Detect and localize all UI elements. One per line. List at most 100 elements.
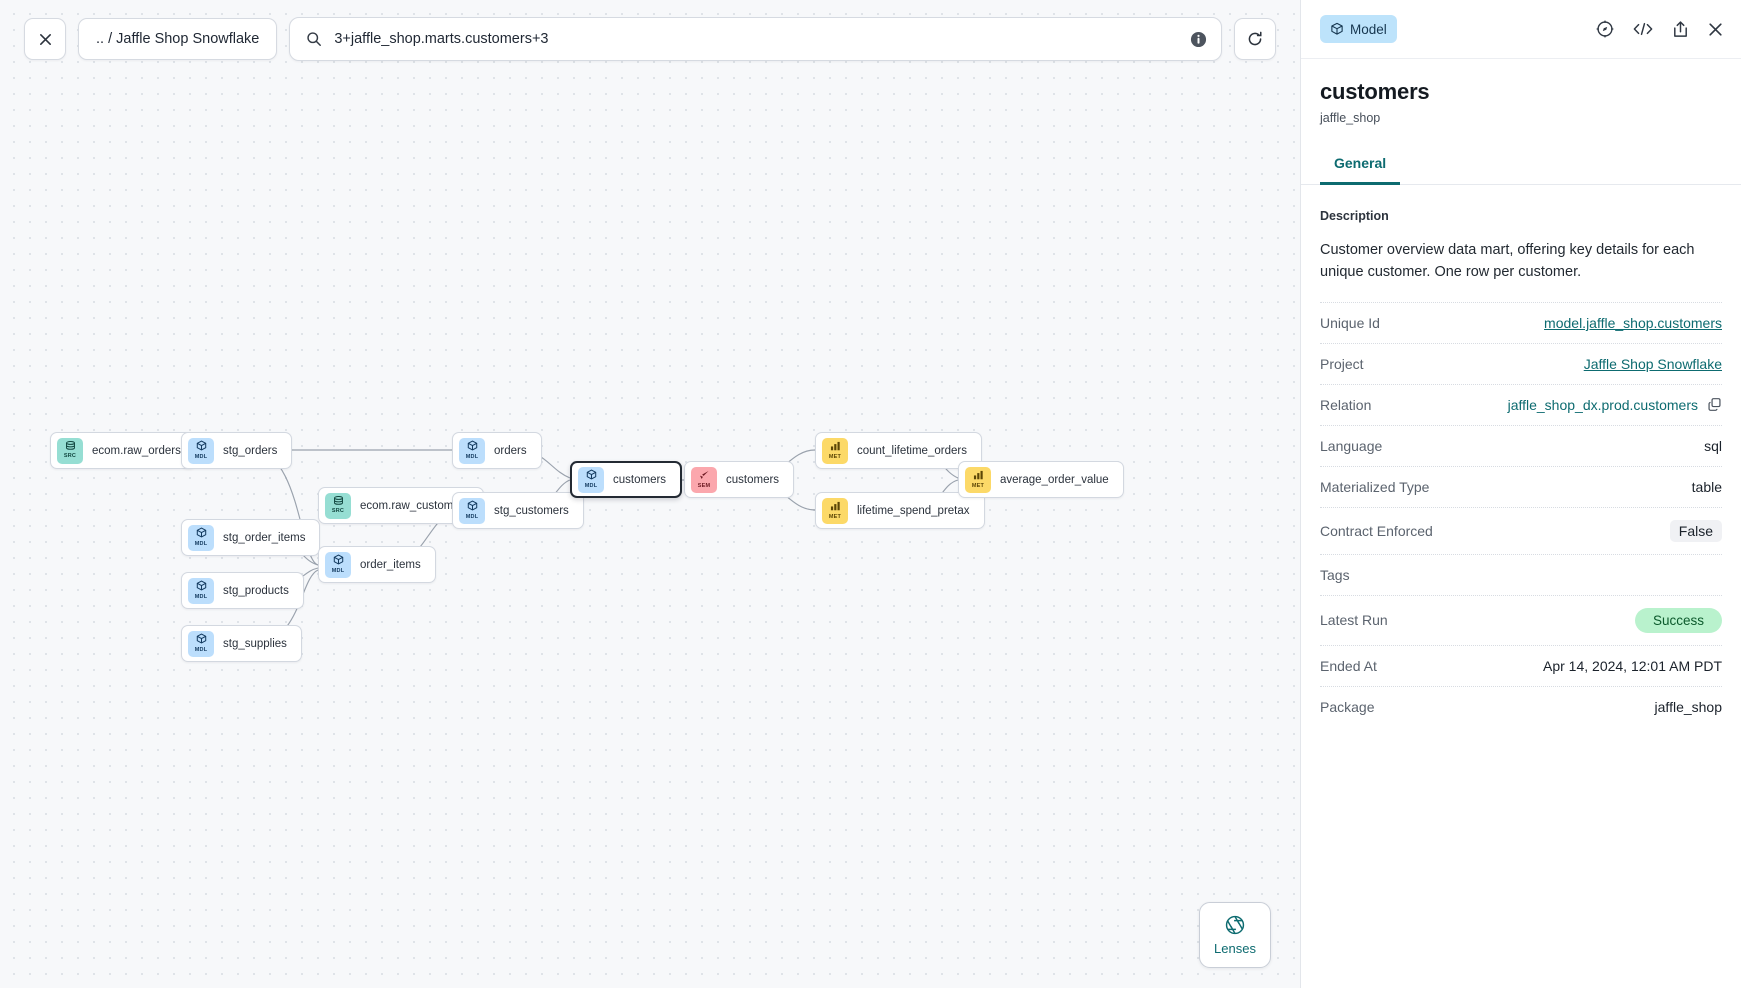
property-row: Language sql: [1320, 424, 1722, 466]
property-value: Apr 14, 2024, 12:01 AM PDT: [1543, 658, 1722, 674]
property-value-text: Apr 14, 2024, 12:01 AM PDT: [1543, 657, 1722, 674]
lineage-node-label: stg_supplies: [223, 637, 287, 650]
lineage-node-count-lifetime-orders[interactable]: MET count_lifetime_orders: [815, 432, 982, 469]
lineage-node-stg-customers[interactable]: MDL stg_customers: [452, 492, 584, 529]
property-row: Package jaffle_shop: [1320, 685, 1722, 727]
property-row: Tags: [1320, 553, 1722, 595]
search-input[interactable]: [334, 31, 1178, 47]
copy-icon[interactable]: [1707, 397, 1722, 412]
lineage-node-label: average_order_value: [1000, 473, 1109, 486]
node-type-abbrev: MDL: [331, 568, 345, 575]
cube-icon: [1330, 22, 1344, 36]
panel-header: Model: [1301, 0, 1741, 59]
mdl-type-icon: MDL: [325, 551, 351, 578]
property-value: jaffle_shop: [1655, 699, 1722, 715]
property-key: Ended At: [1320, 657, 1377, 674]
lineage-search[interactable]: [289, 17, 1222, 61]
property-row: Project Jaffle Shop Snowflake: [1320, 342, 1722, 384]
property-row: Unique Id model.jaffle_shop.customers: [1320, 301, 1722, 343]
explore-icon[interactable]: [1595, 19, 1615, 39]
code-icon[interactable]: [1632, 20, 1654, 38]
close-lineage-button[interactable]: [24, 18, 66, 60]
property-value[interactable]: model.jaffle_shop.customers: [1544, 315, 1722, 331]
panel-body: Description Customer overview data mart,…: [1301, 185, 1741, 988]
src-type-icon: SRC: [57, 437, 83, 464]
lineage-node-label: orders: [494, 444, 527, 457]
property-key: Package: [1320, 698, 1375, 715]
lenses-button[interactable]: Lenses: [1199, 902, 1271, 968]
search-icon: [306, 31, 322, 47]
property-value[interactable]: Jaffle Shop Snowflake: [1584, 356, 1722, 372]
lineage-node-stg-supplies[interactable]: MDL stg_supplies: [181, 625, 302, 662]
panel-tabs: General: [1301, 155, 1741, 185]
met-type-icon: MET: [822, 497, 848, 524]
property-row: Ended At Apr 14, 2024, 12:01 AM PDT: [1320, 644, 1722, 686]
node-type-abbrev: MET: [828, 453, 842, 460]
property-key: Project: [1320, 355, 1364, 372]
property-value: Success: [1634, 607, 1722, 633]
lineage-node-label: count_lifetime_orders: [857, 444, 967, 457]
property-key: Unique Id: [1320, 314, 1380, 331]
description-label: Description: [1320, 209, 1389, 223]
property-key: Language: [1320, 437, 1383, 454]
lineage-node-label: stg_products: [223, 584, 289, 597]
description-text: Customer overview data mart, offering ke…: [1320, 242, 1695, 281]
node-type-abbrev: MDL: [584, 483, 598, 490]
lineage-node-customers[interactable]: SEM customers: [684, 461, 795, 498]
lenses-label: Lenses: [1214, 941, 1256, 956]
share-icon[interactable]: [1671, 20, 1690, 39]
met-type-icon: MET: [822, 437, 848, 464]
lineage-node-label: customers: [726, 473, 780, 486]
panel-actions: [1595, 19, 1724, 39]
node-type-abbrev: MDL: [194, 594, 208, 601]
tab-general[interactable]: General: [1320, 155, 1401, 185]
node-type-abbrev: MDL: [194, 647, 208, 654]
sem-type-icon: SEM: [691, 466, 717, 493]
detail-panel: Model: [1300, 0, 1741, 988]
property-key: Contract Enforced: [1320, 522, 1433, 539]
node-type-label: Model: [1350, 21, 1387, 37]
lineage-node-label: order_items: [360, 558, 421, 571]
mdl-type-icon: MDL: [578, 466, 604, 493]
property-key: Materialized Type: [1320, 478, 1430, 495]
info-circle-icon[interactable]: [1190, 31, 1207, 48]
property-value-text: Success: [1634, 607, 1722, 633]
lineage-node-stg-products[interactable]: MDL stg_products: [181, 572, 304, 609]
node-type-badge[interactable]: Model: [1320, 15, 1397, 43]
mdl-type-icon: MDL: [459, 437, 485, 464]
property-value: False: [1669, 519, 1722, 542]
property-value: sql: [1704, 438, 1722, 454]
lineage-node-label: ecom.raw_customers: [360, 499, 470, 512]
lineage-toolbar: .. / Jaffle Shop Snowflake: [0, 0, 1300, 78]
lineage-node-orders[interactable]: MDL orders: [452, 432, 542, 469]
mdl-type-icon: MDL: [459, 497, 485, 524]
src-type-icon: SRC: [325, 492, 351, 519]
node-type-abbrev: MDL: [194, 454, 208, 461]
breadcrumb-label: .. / Jaffle Shop Snowflake: [96, 31, 260, 47]
property-key: Latest Run: [1320, 612, 1388, 629]
refresh-button[interactable]: [1234, 18, 1276, 60]
mdl-type-icon: MDL: [188, 630, 214, 657]
close-icon[interactable]: [1707, 21, 1724, 38]
lineage-node-label: stg_customers: [494, 504, 569, 517]
aperture-icon: [1224, 914, 1246, 936]
node-type-abbrev: SRC: [331, 508, 345, 515]
property-value-text: jaffle_shop_dx.prod.customers: [1507, 396, 1698, 413]
property-value[interactable]: jaffle_shop_dx.prod.customers: [1508, 397, 1722, 413]
property-key: Tags: [1320, 566, 1350, 583]
lineage-node-order-items[interactable]: MDL order_items: [318, 546, 436, 583]
panel-title-block: customers jaffle_shop: [1301, 59, 1741, 125]
breadcrumb[interactable]: .. / Jaffle Shop Snowflake: [78, 18, 278, 60]
property-value-text: jaffle_shop: [1654, 698, 1722, 715]
property-value: table: [1692, 479, 1722, 495]
